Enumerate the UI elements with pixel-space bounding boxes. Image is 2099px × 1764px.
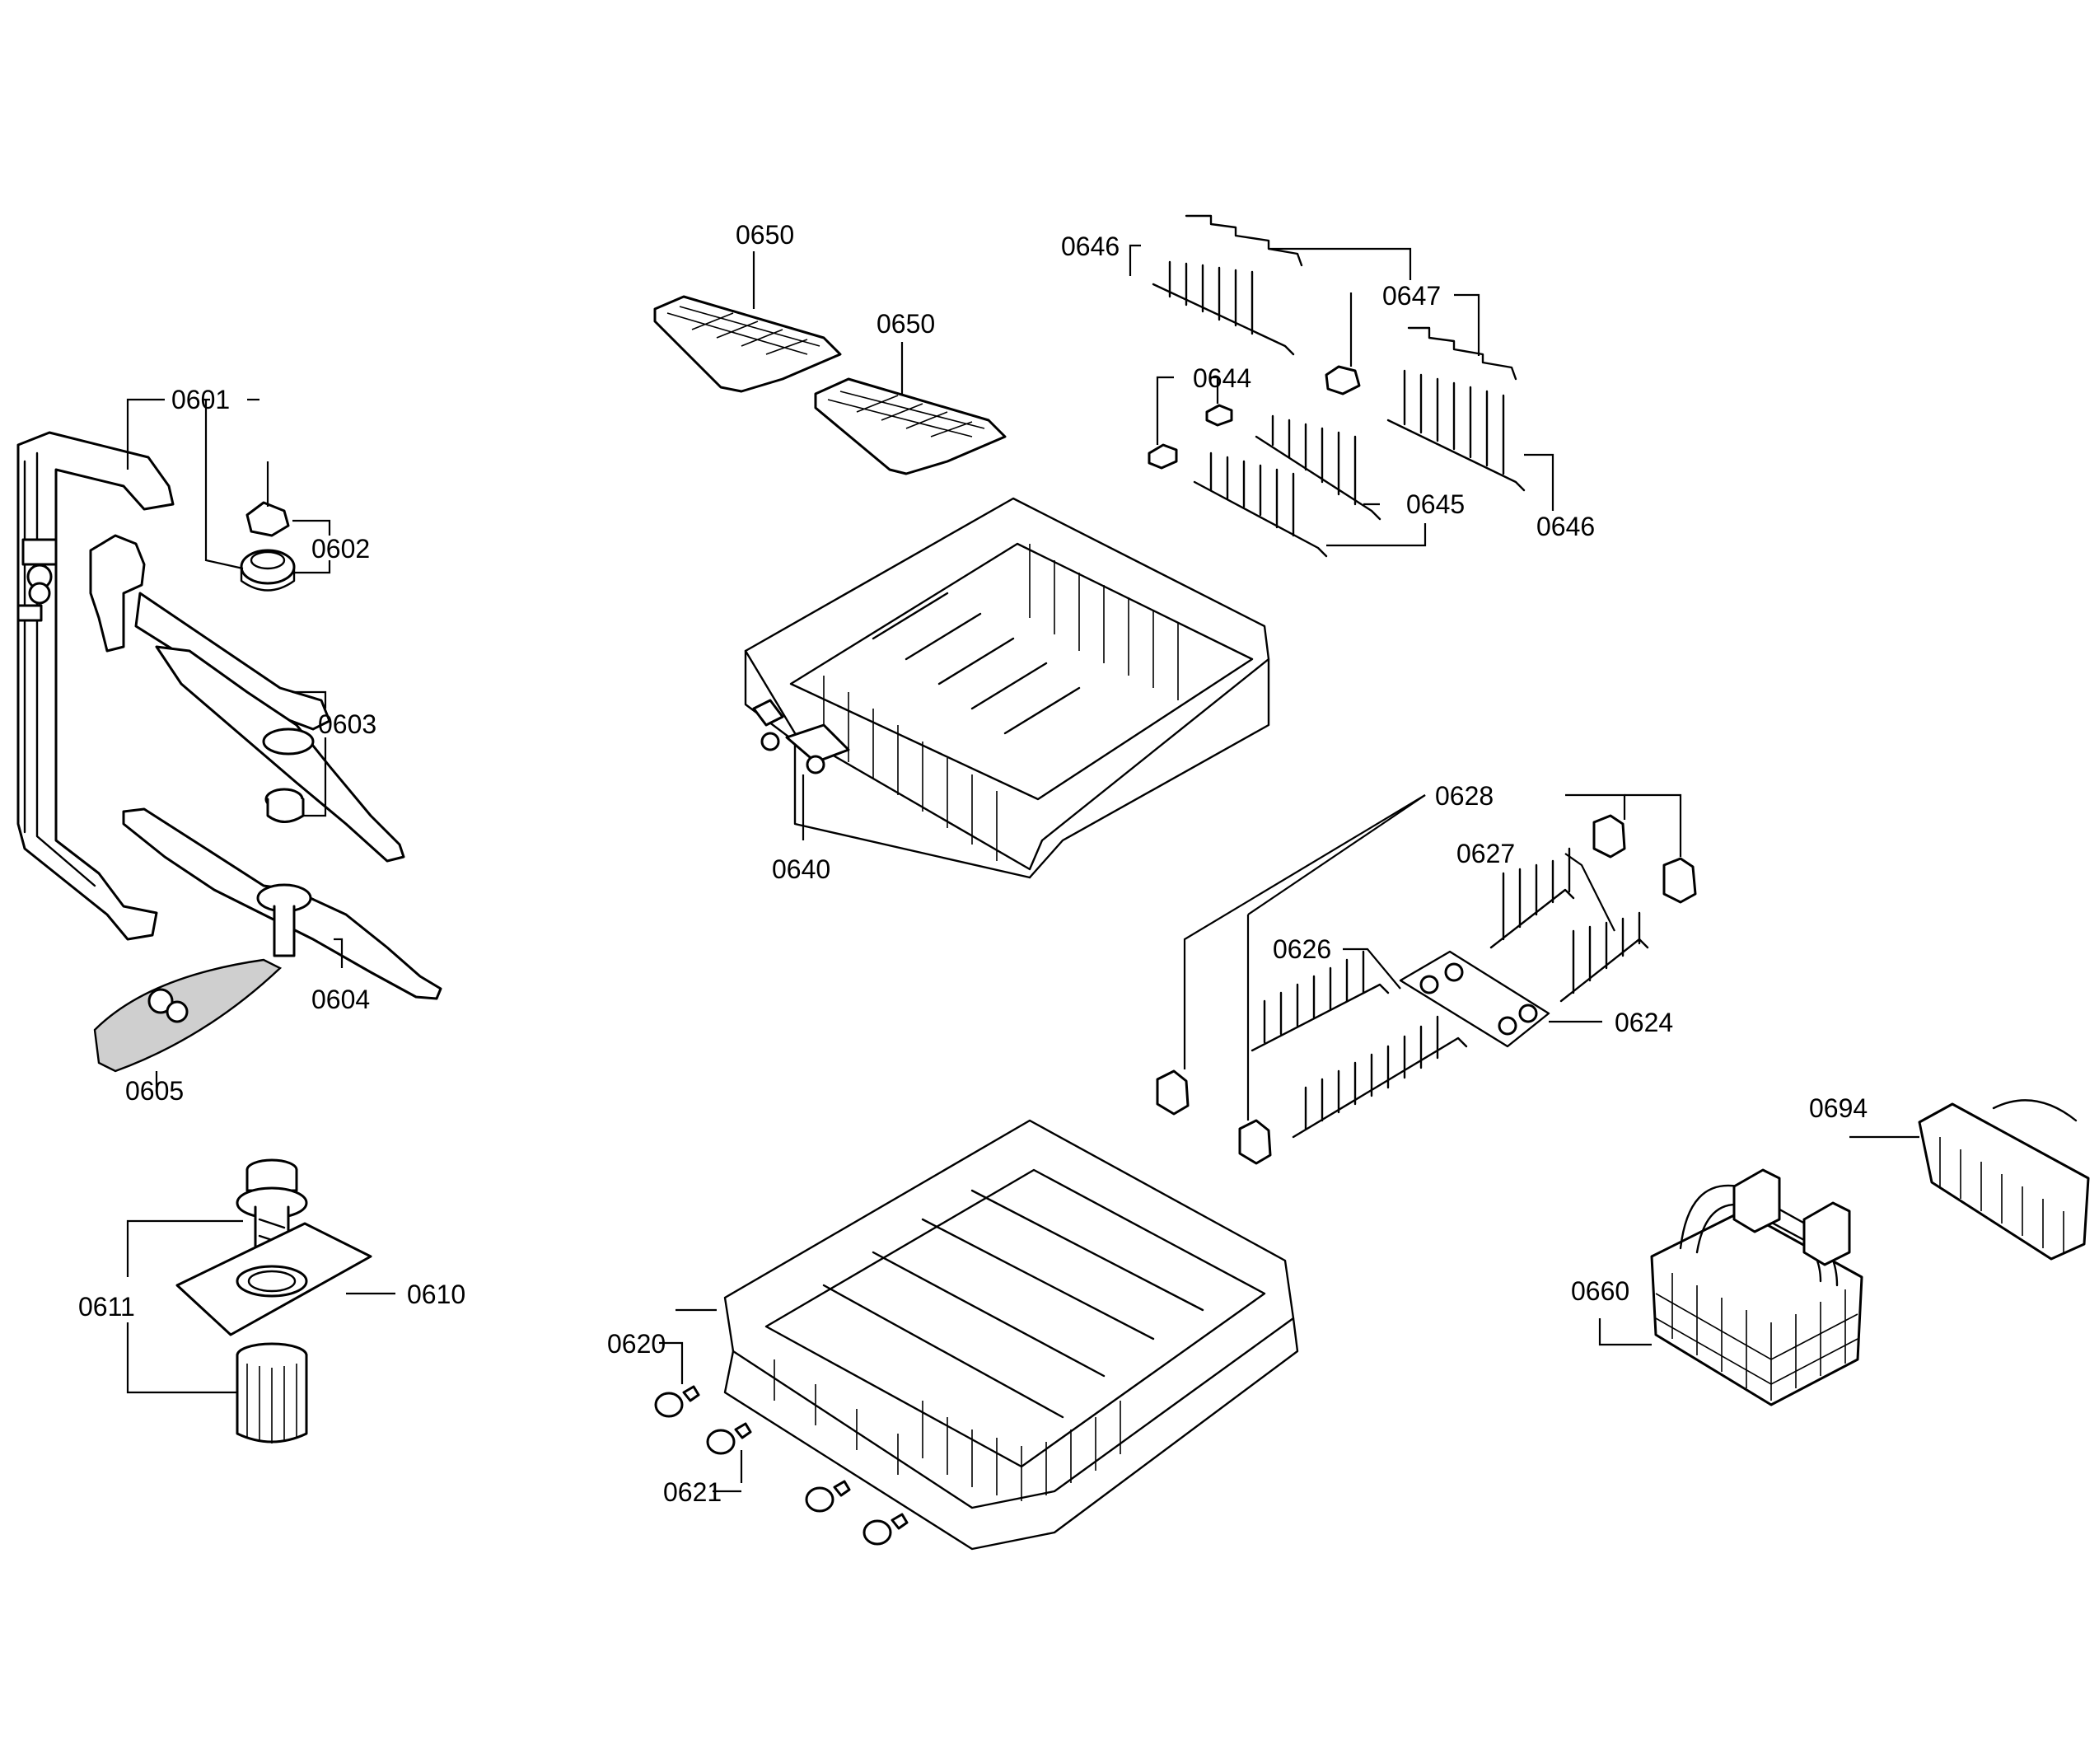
label-0611: 0611 [78, 1292, 135, 1322]
spray-arm-connector-0602 [240, 501, 296, 592]
label-0650-right: 0650 [877, 309, 935, 339]
label-0646-top: 0646 [1061, 232, 1120, 261]
label-0628: 0628 [1435, 781, 1494, 811]
tine-row-0646-bottom [1386, 369, 1526, 492]
filter-plate-0610 [175, 1222, 372, 1336]
label-0694: 0694 [1809, 1093, 1868, 1123]
tine-holder-0624 [1399, 950, 1550, 1048]
upper-rack-0640 [744, 497, 1270, 879]
wheels-0620-0621 [654, 1385, 909, 1546]
tine-rows-0626 [1251, 950, 1468, 1139]
micro-filter-cylinder [236, 1342, 308, 1443]
cutlery-basket-0660 [1650, 1168, 1863, 1406]
lower-rack [723, 1119, 1299, 1551]
upper-spray-arm-0603 [89, 534, 405, 863]
lower-spray-arm-0604 [122, 807, 442, 1000]
tine-row-0646-top [1152, 214, 1303, 356]
label-0620: 0620 [607, 1329, 666, 1359]
cutlery-basket-0694 [1918, 1099, 2090, 1261]
label-0604: 0604 [311, 985, 370, 1014]
clip-0647-small [1325, 365, 1361, 395]
tine-row-0647 [1407, 326, 1517, 381]
label-0610: 0610 [407, 1280, 465, 1309]
filter-cover-0605 [93, 958, 283, 1073]
label-0602: 0602 [311, 534, 370, 564]
cup-shelf-0650-right [814, 377, 1007, 475]
label-0647: 0647 [1382, 281, 1441, 311]
label-0640: 0640 [772, 854, 830, 884]
cup-shelf-0650-left [653, 295, 842, 393]
label-0646-bottom: 0646 [1536, 512, 1595, 541]
label-0624: 0624 [1615, 1008, 1673, 1037]
label-0621: 0621 [663, 1477, 722, 1507]
label-0601: 0601 [171, 385, 230, 414]
leader-lines [126, 244, 1919, 1493]
label-0645: 0645 [1406, 489, 1465, 519]
label-0603: 0603 [318, 709, 376, 739]
spray-arm-supply-pipe [16, 431, 175, 941]
label-0644: 0644 [1193, 363, 1251, 393]
tine-rows-0627 [1489, 847, 1649, 1003]
label-0627: 0627 [1456, 839, 1515, 868]
part-labels: 0601 0602 0603 0604 0605 0610 0611 0620 … [78, 220, 1868, 1507]
tine-rows-0645 [1193, 414, 1381, 558]
label-0626: 0626 [1273, 934, 1331, 964]
label-0605: 0605 [125, 1076, 184, 1106]
clips-0628 [1156, 814, 1697, 1165]
clip-0644 [1148, 404, 1233, 470]
label-0660: 0660 [1571, 1276, 1629, 1306]
label-0650-left: 0650 [736, 220, 794, 250]
